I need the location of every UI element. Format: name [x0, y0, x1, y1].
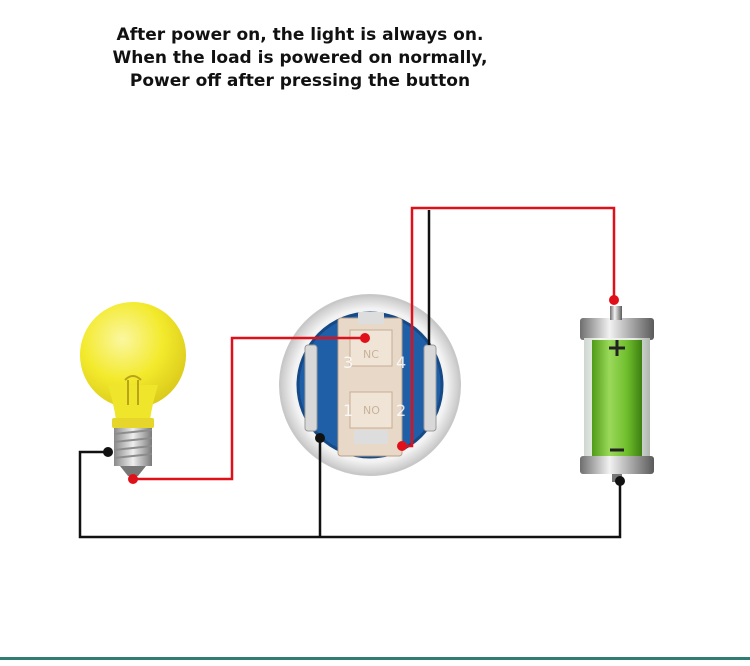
light-bulb-icon — [80, 302, 186, 476]
caption-line-1: After power on, the light is always on. — [116, 25, 484, 45]
dot-switch-3 — [360, 333, 370, 343]
dot-bulb-black — [103, 447, 113, 457]
red-wire-bulb-to-switch-3 — [133, 336, 365, 481]
caption-line-2: When the load is powered on normally, — [112, 48, 488, 68]
push-button-switch-icon: 3 4 1 2 NC NO — [279, 294, 461, 476]
dot-battery-negative — [615, 476, 625, 486]
dot-switch-2 — [397, 441, 407, 451]
no-label: NO — [363, 404, 380, 417]
dot-battery-positive — [609, 295, 619, 305]
terminal-1-label: 1 — [343, 401, 353, 420]
black-wire-bulb-to-return — [78, 450, 622, 539]
terminal-3-label: 3 — [343, 353, 353, 372]
junction-dots — [103, 295, 625, 486]
black-wires — [78, 210, 622, 539]
red-wire-switch-2-to-battery — [402, 206, 616, 448]
caption-line-3: Power off after pressing the button — [129, 71, 471, 91]
dot-bulb-red — [128, 474, 138, 484]
red-wires — [133, 206, 616, 481]
nc-label: NC — [363, 348, 379, 361]
dot-switch-1 — [315, 433, 325, 443]
battery-icon — [580, 306, 654, 482]
caption: After power on, the light is always on. … — [0, 24, 600, 93]
bottom-divider — [0, 657, 750, 660]
terminal-2-label: 2 — [396, 401, 406, 420]
terminal-4-label: 4 — [396, 353, 406, 372]
